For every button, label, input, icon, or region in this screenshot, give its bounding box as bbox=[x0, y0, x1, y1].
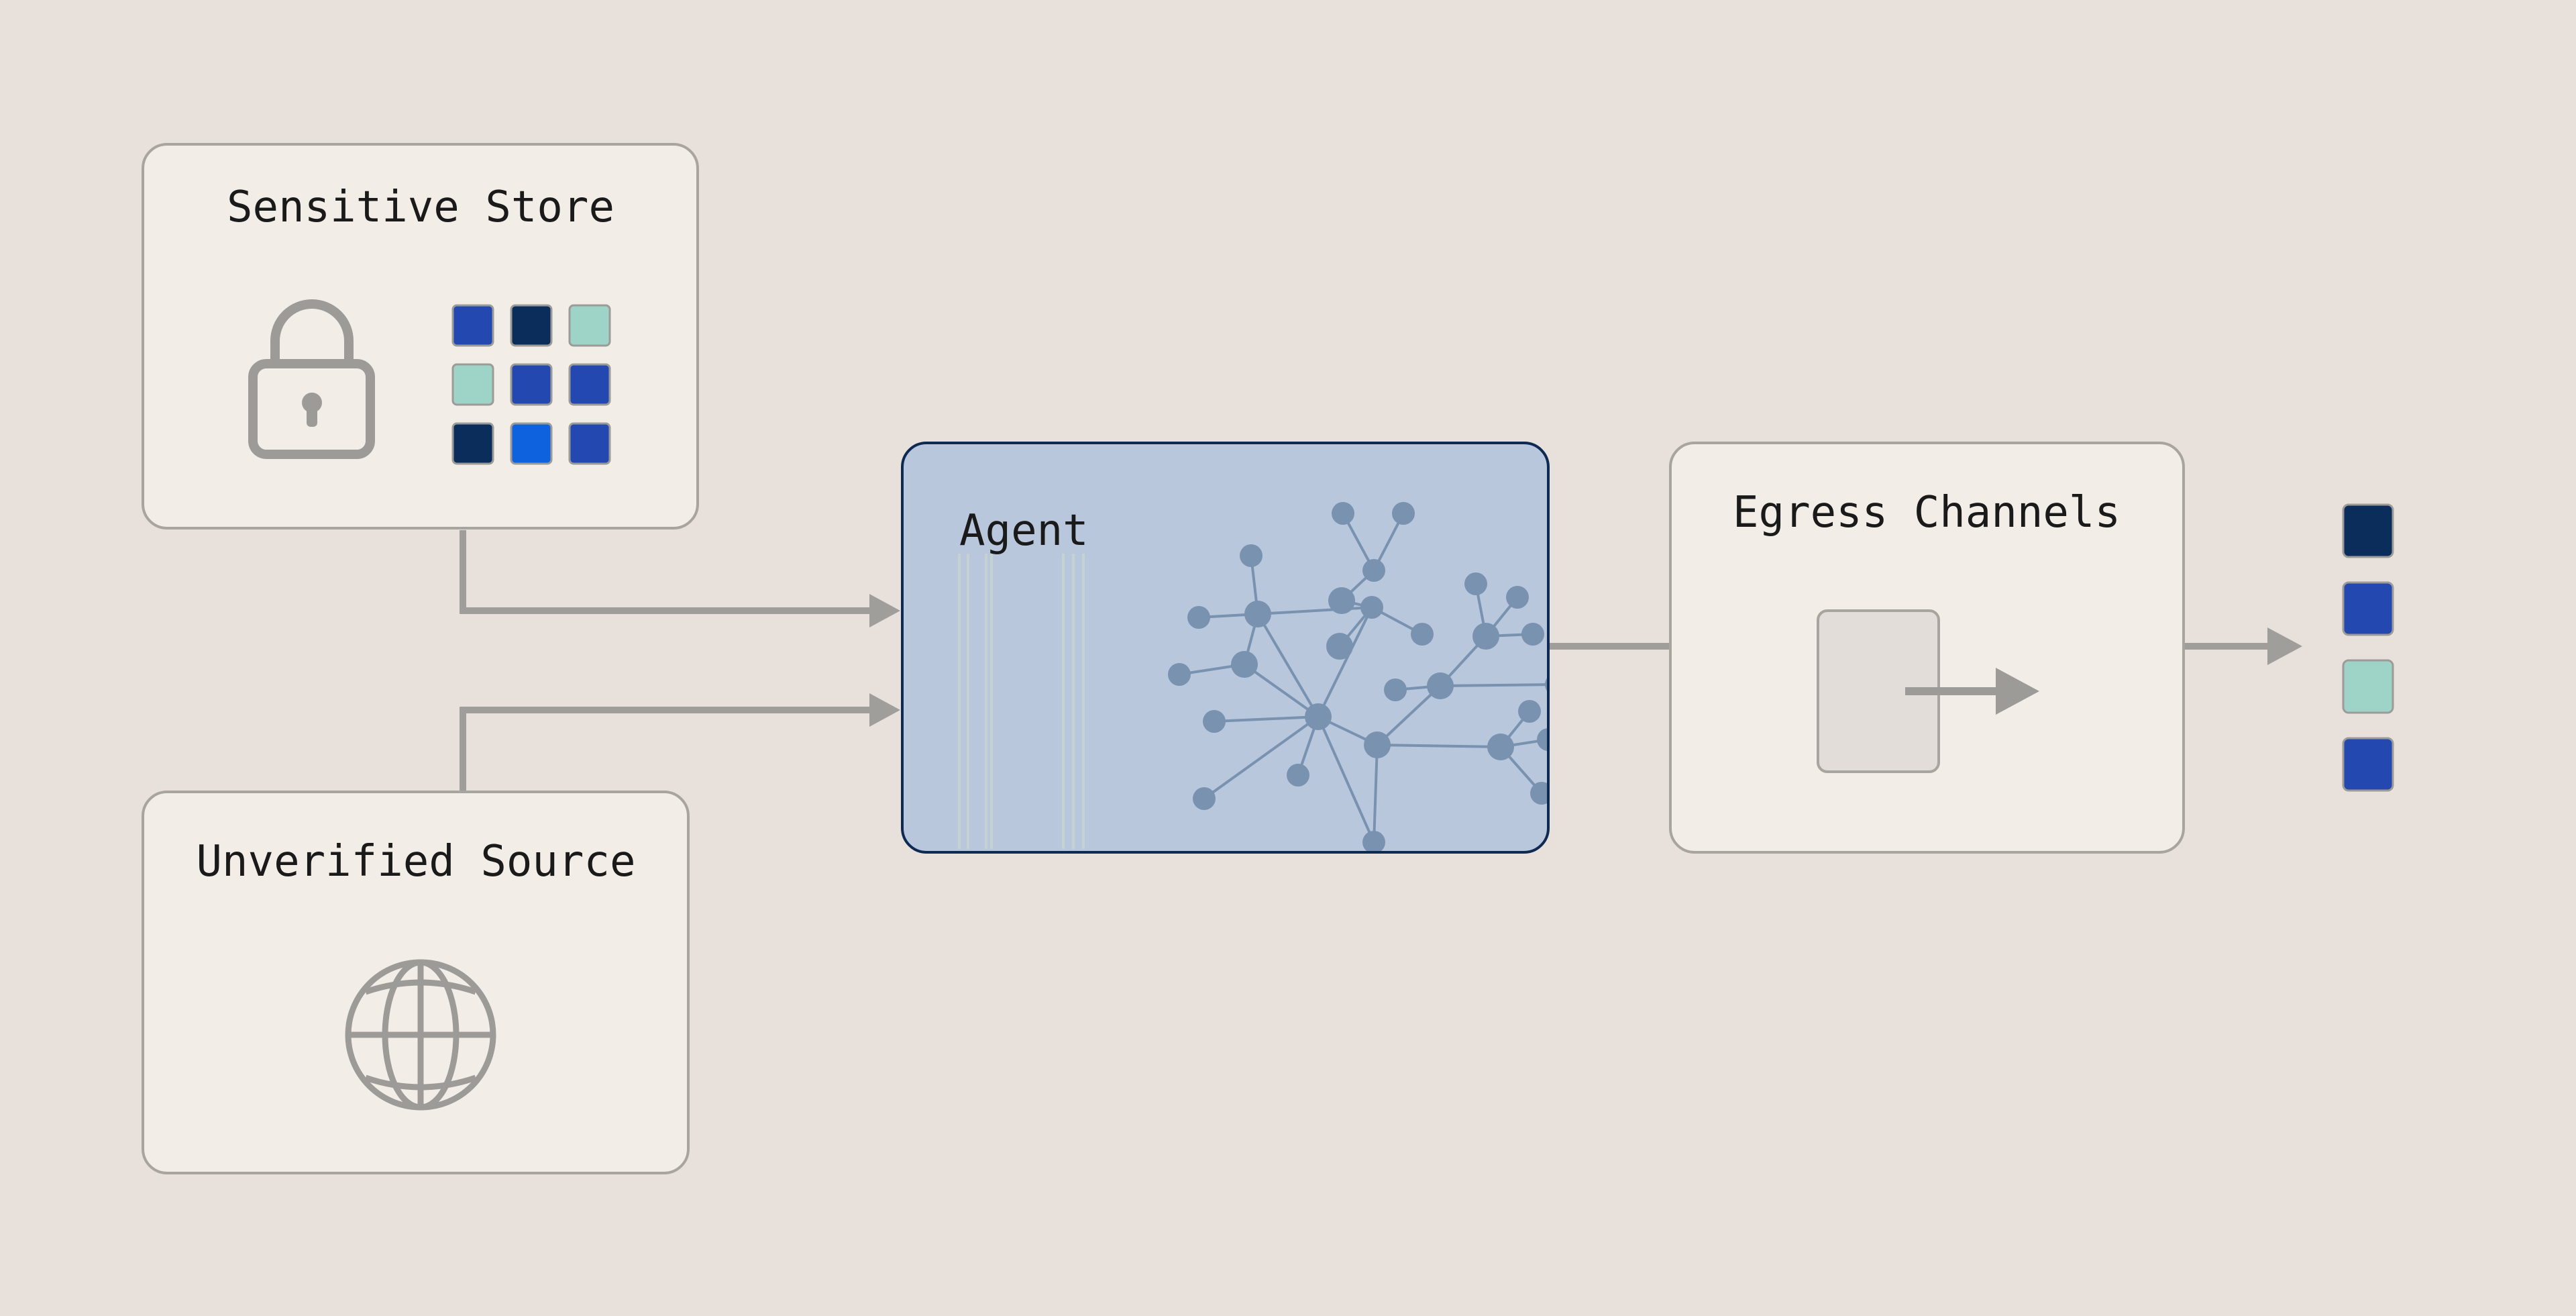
network-edge bbox=[1376, 685, 1442, 746]
globe-icon bbox=[345, 959, 496, 1111]
agent-label: Agent bbox=[959, 506, 1089, 556]
network-node bbox=[1332, 502, 1354, 525]
data-block-grid bbox=[451, 304, 611, 465]
data-block bbox=[510, 422, 553, 465]
network-node bbox=[1193, 787, 1216, 810]
agent-node: Agent bbox=[901, 442, 1550, 854]
network-edge bbox=[1373, 744, 1379, 843]
data-block bbox=[510, 363, 553, 406]
agent-box bbox=[902, 443, 1548, 852]
agent-box-border bbox=[901, 442, 1550, 854]
data-block bbox=[568, 304, 611, 347]
network-node bbox=[1362, 831, 1385, 852]
network-node bbox=[1240, 544, 1263, 567]
signal-lines bbox=[958, 554, 1085, 849]
source-to-agent-connector bbox=[460, 707, 872, 792]
network-edge bbox=[1214, 715, 1319, 723]
network-node bbox=[1384, 678, 1407, 701]
network-node bbox=[1411, 623, 1434, 646]
sensitive-store-node: Sensitive Store bbox=[142, 143, 699, 529]
data-block bbox=[451, 363, 494, 406]
network-node bbox=[1364, 731, 1391, 758]
connectors bbox=[460, 530, 2271, 792]
network-node bbox=[1305, 703, 1332, 730]
store-arrowhead bbox=[869, 594, 900, 627]
network-node bbox=[1521, 623, 1544, 646]
network-edge bbox=[1256, 613, 1320, 718]
output-block bbox=[2342, 581, 2394, 636]
network-node bbox=[1506, 586, 1529, 609]
data-block bbox=[451, 422, 494, 465]
network-node bbox=[1187, 606, 1210, 629]
sensitive-store-box bbox=[142, 143, 699, 529]
network-node bbox=[1244, 601, 1271, 627]
network-edge bbox=[1377, 744, 1501, 748]
network-edge bbox=[1317, 716, 1375, 843]
network-node bbox=[1362, 559, 1385, 582]
exit-arrow-icon bbox=[1817, 609, 2039, 773]
output-block bbox=[2342, 659, 2394, 714]
sensitive-store-label: Sensitive Store bbox=[227, 183, 614, 232]
store-to-agent-connector bbox=[460, 530, 872, 614]
network-node bbox=[1168, 663, 1191, 686]
data-block bbox=[568, 363, 611, 406]
network-node bbox=[1472, 623, 1499, 650]
arrowheads bbox=[869, 594, 2302, 727]
network-node bbox=[1537, 728, 1548, 751]
network-edge bbox=[1243, 663, 1320, 718]
data-block bbox=[510, 304, 553, 347]
network-node bbox=[1203, 710, 1226, 733]
network-node bbox=[1427, 672, 1454, 699]
keyhole-icon bbox=[302, 393, 322, 427]
egress-channels-node: Egress Channels bbox=[1669, 442, 2185, 854]
data-block bbox=[451, 304, 494, 347]
unverified-source-label: Unverified Source bbox=[196, 837, 635, 887]
output-arrowhead bbox=[2267, 627, 2302, 665]
egress-channels-label: Egress Channels bbox=[1733, 488, 2121, 538]
output-block-stack bbox=[2342, 503, 2394, 792]
network-node bbox=[1464, 572, 1487, 595]
network-node bbox=[1231, 651, 1258, 678]
network-node bbox=[1287, 764, 1309, 787]
network-edge bbox=[1317, 607, 1373, 717]
data-block bbox=[568, 422, 611, 465]
source-arrowhead bbox=[869, 693, 900, 727]
network-edge bbox=[1203, 715, 1320, 800]
network-edge bbox=[1257, 606, 1373, 615]
unverified-source-node: Unverified Source bbox=[142, 791, 690, 1174]
output-block bbox=[2342, 737, 2394, 792]
network-node bbox=[1518, 700, 1541, 723]
lock-icon bbox=[248, 299, 375, 459]
network-node bbox=[1328, 587, 1355, 614]
neural-network-illustration bbox=[1168, 502, 1548, 852]
network-node bbox=[1360, 596, 1383, 619]
network-node bbox=[1392, 502, 1415, 525]
network-node bbox=[1326, 633, 1353, 660]
network-node bbox=[1487, 733, 1514, 760]
output-block bbox=[2342, 503, 2394, 558]
network-edge bbox=[1440, 683, 1548, 687]
